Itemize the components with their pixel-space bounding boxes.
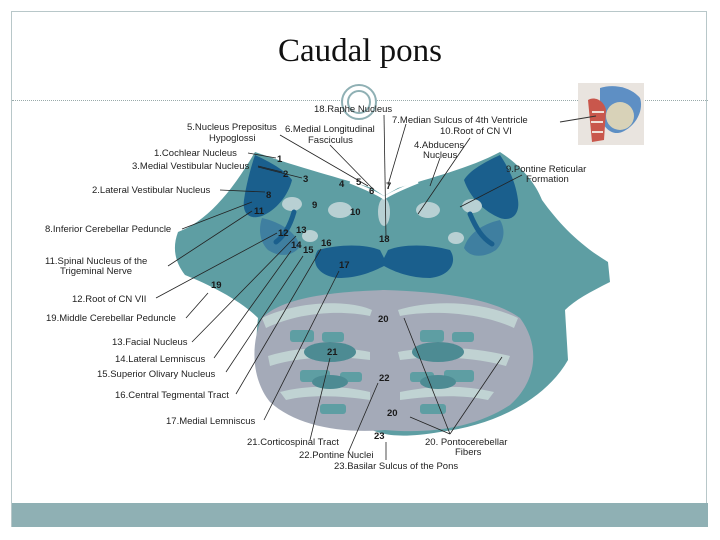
- label-17: 17.Medial Lemniscus: [166, 416, 255, 427]
- label-20-line2: Fibers: [455, 447, 482, 458]
- root-of-cn-vii-left: [273, 209, 297, 245]
- root-of-cn-vii-right: [467, 211, 495, 247]
- label-14: 14.Lateral Lemniscus: [115, 354, 206, 365]
- circle-ornament-icon: [341, 84, 377, 120]
- number-17: 17: [339, 260, 350, 271]
- label-11-line2: Trigeminal Nerve: [60, 266, 132, 277]
- structure-labels: 18.Raphe Nucleus 7.Median Sulcus of 4th …: [45, 104, 586, 472]
- pale-nuclei: [282, 197, 482, 244]
- label-16: 16.Central Tegmental Tract: [115, 390, 229, 401]
- inferior-cerebellar-peduncle-right: [464, 155, 519, 220]
- slide-title: Caudal pons: [277, 33, 443, 69]
- number-8: 8: [266, 190, 271, 201]
- number-7: 7: [386, 181, 391, 192]
- label-9-line1: 9.Pontine Reticular: [506, 164, 586, 175]
- corticospinal-tracts: [304, 342, 464, 389]
- number-12: 12: [278, 228, 289, 239]
- inferior-cerebellar-peduncle-left: [243, 155, 292, 218]
- label-8: 8.Inferior Cerebellar Peduncle: [45, 224, 171, 235]
- label-15: 15.Superior Olivary Nucleus: [97, 369, 216, 380]
- number-20a: 20: [378, 314, 389, 325]
- label-12: 12.Root of CN VII: [72, 294, 146, 305]
- number-15: 15: [303, 245, 314, 256]
- footer-band: [12, 503, 708, 527]
- label-18: 18.Raphe Nucleus: [314, 104, 392, 115]
- label-19: 19.Middle Cerebellar Peduncle: [46, 313, 176, 324]
- number-18: 18: [379, 234, 390, 245]
- label-9-line2: Formation: [526, 174, 569, 185]
- label-21: 21.Corticospinal Tract: [247, 437, 339, 448]
- label-5-line1: 5.Nucleus Prepositus: [187, 122, 277, 133]
- label-2: 2.Lateral Vestibular Nucleus: [92, 185, 211, 196]
- label-5-line2: Hypoglossi: [209, 133, 255, 144]
- label-3: 3.Medial Vestibular Nucleus: [132, 161, 249, 172]
- number-19: 19: [211, 280, 222, 291]
- pontine-nuclei-patches: [290, 330, 474, 414]
- label-1: 1.Cochlear Nucleus: [154, 148, 237, 159]
- number-5: 5: [356, 177, 362, 188]
- number-14: 14: [291, 240, 302, 251]
- number-21: 21: [327, 347, 338, 358]
- number-11: 11: [254, 206, 265, 217]
- label-23: 23.Basilar Sulcus of the Pons: [334, 461, 458, 472]
- leader-lines: [155, 114, 523, 460]
- structure-numbers: 1 2 3 4 5 6 7 8 9 10 11 12 13 14 15 16 1…: [211, 154, 398, 442]
- label-6-line2: Fasciculus: [308, 135, 353, 146]
- number-23: 23: [374, 431, 385, 442]
- brainstem-thumbnail-image: [559, 83, 644, 145]
- number-16: 16: [321, 238, 332, 249]
- medial-lemniscus-shape: [314, 245, 454, 278]
- label-13: 13.Facial Nucleus: [112, 337, 188, 348]
- number-4: 4: [339, 179, 345, 190]
- number-6: 6: [369, 186, 374, 197]
- fourth-ventricle-floor: [349, 180, 419, 200]
- number-1: 1: [277, 154, 283, 165]
- number-22: 22: [379, 373, 390, 384]
- number-2: 2: [283, 169, 288, 180]
- label-22: 22.Pontine Nuclei: [299, 450, 373, 461]
- label-7: 7.Median Sulcus of 4th Ventricle: [392, 115, 528, 126]
- number-20b: 20: [387, 408, 398, 419]
- label-10: 10.Root of CN VI: [440, 126, 512, 137]
- label-20-line1: 20. Pontocerebellar: [425, 437, 507, 448]
- number-3: 3: [303, 174, 308, 185]
- label-4-line2: Nucleus: [423, 150, 458, 161]
- number-9: 9: [312, 200, 317, 211]
- number-13: 13: [296, 225, 307, 236]
- label-4-line1: 4.Abducens: [414, 140, 464, 151]
- label-6-line1: 6.Medial Longitudinal: [285, 124, 375, 135]
- number-10: 10: [350, 207, 361, 218]
- label-11-line1: 11.Spinal Nucleus of the: [45, 256, 147, 267]
